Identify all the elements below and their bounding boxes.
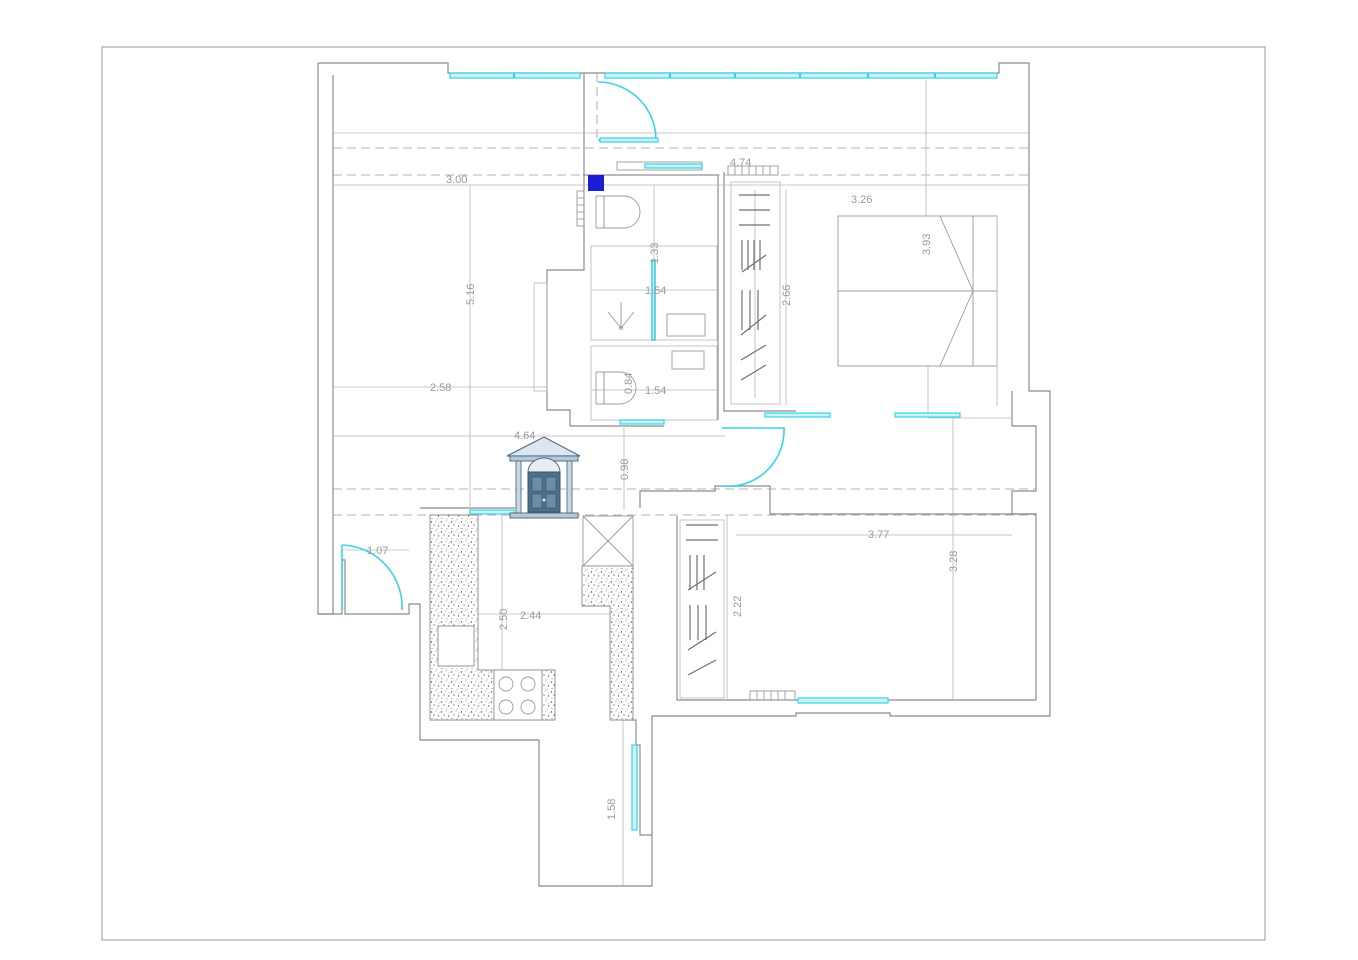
dimension-label-464: 4.64 [514, 430, 535, 442]
dimension-label-107: 1.07 [367, 545, 388, 557]
hob-ring-3 [498, 699, 514, 715]
outer-wall [318, 62, 1051, 836]
kitchen-counter-right [581, 565, 634, 721]
dimension-label-258: 2.58 [430, 382, 451, 394]
window-corridor-east [631, 744, 638, 831]
bath-sink-2 [671, 350, 705, 370]
shower-screen [651, 259, 656, 341]
door-bath [616, 161, 703, 171]
hob-ring-4 [520, 699, 536, 715]
toilet-2 [603, 371, 637, 405]
dimension-label-222: 2.22 [732, 596, 744, 617]
left-ledge [533, 282, 548, 392]
fridge-cross-2 [582, 515, 634, 567]
bath-sink-1 [666, 313, 706, 337]
window-kitchen [469, 509, 515, 515]
door-bedroom-2 [721, 427, 785, 488]
east-wall-inner [1011, 391, 1037, 700]
wardrobe-north [730, 181, 781, 405]
dimension-label-300: 3.00 [446, 174, 467, 186]
door-living-south [341, 544, 403, 611]
bath-block-inner [583, 174, 719, 420]
toilet-1 [603, 195, 641, 229]
kitchen-hob [493, 669, 543, 721]
dimension-label-154a: 1.54 [645, 285, 666, 297]
kitchen-counter-left [429, 514, 556, 721]
door-entry-north [597, 81, 659, 143]
kitchen-sink [437, 625, 475, 667]
bath-block-wall [546, 73, 664, 427]
window-south-bedroom [797, 697, 889, 704]
outer-wall-south [318, 559, 653, 887]
door-bedroom-1-west [764, 412, 831, 418]
dimension-label-098: 0.98 [619, 459, 631, 480]
door-bedroom-1-east [894, 412, 961, 418]
bedroom-2-wall [639, 485, 1036, 515]
outer-wall-inner [317, 63, 334, 615]
dimension-label-516: 5.16 [465, 284, 477, 305]
radiator-south [749, 690, 796, 701]
wardrobe-hangers-north [739, 194, 770, 381]
wc-room [590, 345, 718, 421]
dimension-label-158: 1.58 [606, 799, 618, 820]
dimension-label-154b: 1.54 [645, 385, 666, 397]
dimension-label-393: 3.93 [921, 234, 933, 255]
toilet-2-tank [595, 371, 605, 405]
drawing-frame [101, 46, 1266, 941]
shower-drain-icon [607, 302, 635, 330]
fridge [582, 515, 634, 567]
radiator-bath [576, 190, 585, 227]
dimension-label-244: 2.44 [520, 610, 541, 622]
front-door-portico-icon [506, 436, 581, 519]
dimension-label-266: 2.66 [781, 285, 793, 306]
wardrobe-hangers-south [686, 524, 718, 676]
wardrobe-wall [723, 172, 796, 412]
dimension-label-326: 3.26 [851, 194, 872, 206]
dimension-label-250: 2.50 [498, 609, 510, 630]
dimension-label-084: 0.84 [623, 373, 635, 394]
dimension-label-377: 3.77 [868, 529, 889, 541]
marker-square [588, 175, 604, 191]
dimension-label-474: 4.74 [730, 157, 751, 169]
hob-ring-1 [498, 676, 514, 692]
hob-ring-2 [520, 676, 536, 692]
window-bath [619, 419, 665, 425]
wardrobe-south [679, 519, 725, 699]
dimension-label-328: 3.28 [948, 551, 960, 572]
dimension-label-133: 1.33 [649, 243, 661, 264]
radiator-north [727, 165, 779, 176]
bedroom-2-inner [676, 516, 1036, 701]
toilet-1-tank [595, 195, 605, 229]
